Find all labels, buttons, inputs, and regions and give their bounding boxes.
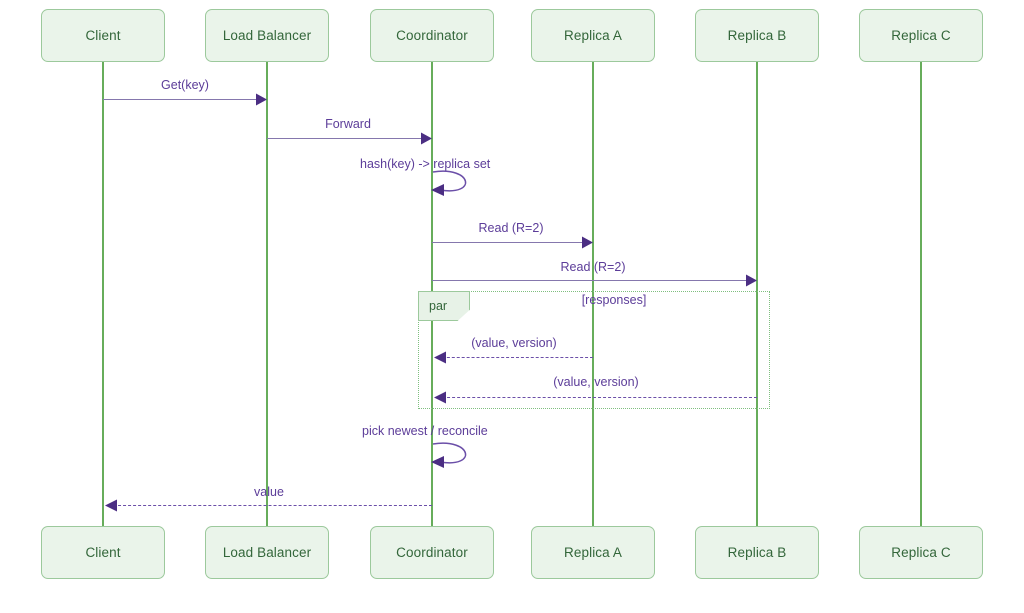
participant-label: Replica A [564,28,622,43]
message-label-reply-b: (value, version) [553,375,639,389]
message-line-reply-b [437,397,757,398]
participant-top-client[interactable]: Client [41,9,165,62]
message-label-read-a: Read (R=2) [478,221,544,235]
participant-label: Coordinator [396,28,468,43]
fragment-par [418,291,770,409]
participant-label: Replica C [891,545,951,560]
message-line-reply-a [437,357,593,358]
participant-top-coord[interactable]: Coordinator [370,9,494,62]
message-line-read-a [432,242,589,243]
participant-label: Replica B [727,545,787,560]
participant-top-replica-c[interactable]: Replica C [859,9,983,62]
participant-label: Replica A [564,545,622,560]
participant-bottom-client[interactable]: Client [41,526,165,579]
participant-top-lb[interactable]: Load Balancer [205,9,329,62]
message-line-get-key [103,99,263,100]
message-label-get-key: Get(key) [161,78,209,92]
message-label-hash: hash(key) -> replica set [360,157,491,171]
message-label-value: value [254,485,284,499]
message-line-value [108,505,432,506]
lifeline-client [102,62,104,526]
message-label-read-b: Read (R=2) [560,260,626,274]
participant-bottom-lb[interactable]: Load Balancer [205,526,329,579]
participant-label: Coordinator [396,545,468,560]
participant-label: Replica C [891,28,951,43]
participant-label: Client [85,545,121,560]
lifeline-replica-c [920,62,922,526]
participant-bottom-coord[interactable]: Coordinator [370,526,494,579]
message-label-reply-a: (value, version) [471,336,557,350]
participant-bottom-replica-a[interactable]: Replica A [531,526,655,579]
participant-bottom-replica-c[interactable]: Replica C [859,526,983,579]
participant-label: Replica B [727,28,787,43]
fragment-par-operator: par [429,299,448,313]
participant-bottom-replica-b[interactable]: Replica B [695,526,819,579]
lifeline-replica-a [592,62,594,526]
self-loop-reconcile [432,442,467,464]
participant-label: Client [85,28,121,43]
message-label-reconcile: pick newest / reconcile [362,424,488,438]
fragment-par-guard: [responses] [581,293,647,307]
fragment-par-label-tab: par [418,291,470,321]
lifeline-lb [266,62,268,526]
message-line-forward [267,138,428,139]
participant-label: Load Balancer [222,545,312,560]
message-line-read-b [432,280,753,281]
self-loop-hash [432,170,467,192]
participant-top-replica-b[interactable]: Replica B [695,9,819,62]
message-label-forward: Forward [325,117,371,131]
participant-top-replica-a[interactable]: Replica A [531,9,655,62]
participant-label: Load Balancer [222,28,312,43]
lifeline-replica-b [756,62,758,526]
